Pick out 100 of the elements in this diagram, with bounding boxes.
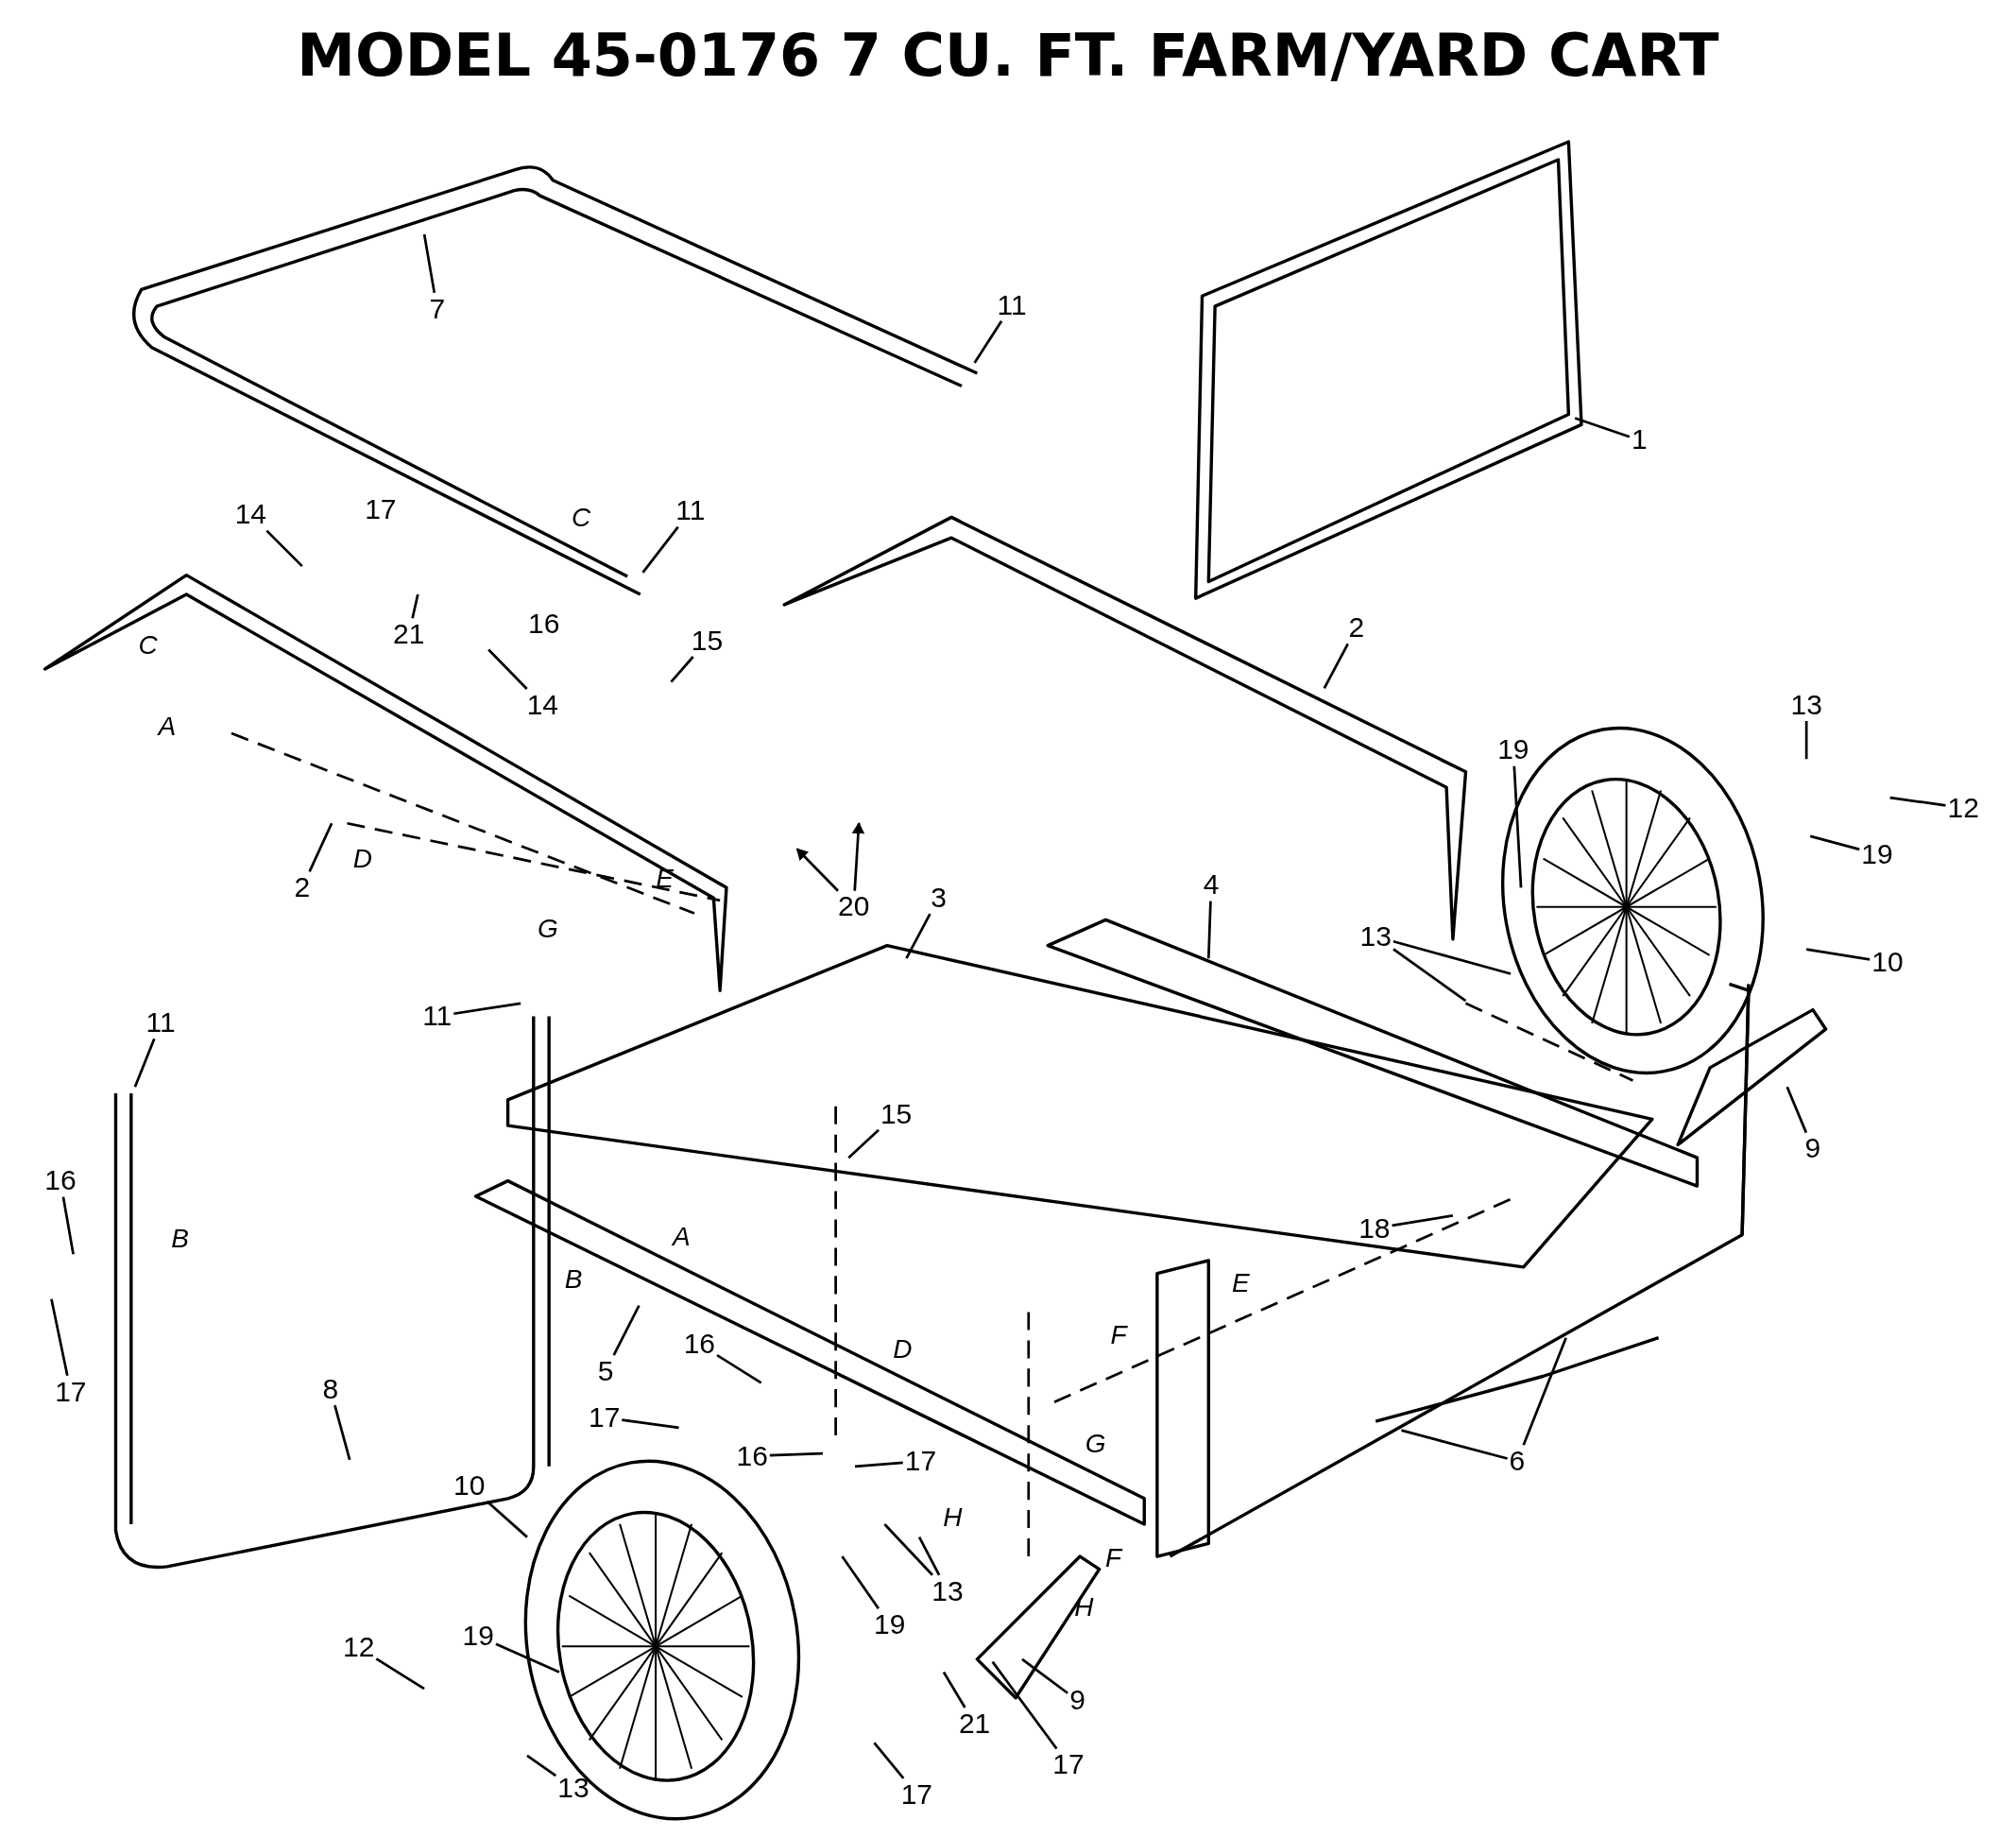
leader-line [495,1642,560,1674]
callout-number: 3 [929,881,948,914]
leader-line [847,1128,880,1159]
leader-line [1522,1337,1567,1446]
callout-number: 5 [595,1354,616,1387]
leader-line [333,1404,351,1461]
callout-number: 9 [1068,1684,1087,1717]
callout-number: 7 [427,292,448,325]
callout-number: 17 [1051,1748,1086,1781]
callout-number: 13 [930,1574,965,1607]
leader-line [973,320,1003,364]
leader-line [1512,765,1523,888]
leader-line [670,656,694,683]
callout-number: 17 [898,1777,935,1811]
leader-line [1804,721,1808,760]
leader-line [795,848,840,892]
leader-line [526,1754,557,1777]
callout-number: 15 [878,1097,914,1130]
reference-letter: A [158,712,177,740]
leader-line [1889,796,1946,807]
leader-line [422,233,436,294]
reference-letter: C [138,632,158,660]
leader-line [641,525,679,574]
callout-number: 19 [1859,837,1895,870]
leader-line [942,1671,966,1708]
reference-letter: B [171,1225,189,1252]
callout-number: 20 [836,890,872,923]
callout-number: 18 [1357,1211,1392,1245]
leader-line [1785,1086,1808,1134]
leader-line [851,821,865,891]
callout-number: 17 [902,1445,939,1478]
callout-number: 10 [452,1468,487,1502]
callout-number: 11 [420,1000,454,1033]
leader-line [883,1523,933,1576]
leader-line [991,1660,1058,1750]
leader-line [265,529,303,568]
leader-line [308,822,333,872]
callout-number: 10 [1870,946,1905,978]
callout-number: 11 [144,1005,178,1039]
leader-line [1392,1214,1454,1228]
reference-letter: B [564,1266,583,1294]
part-number: 16 [527,608,561,641]
reference-letter: D [352,846,372,873]
part-number: 17 [364,492,398,525]
callout-number: 2 [1346,611,1367,644]
callout-number: 19 [872,1607,908,1640]
leader-line [612,1305,641,1356]
reference-letter: F [1105,1545,1122,1572]
leader-line [487,648,528,690]
reference-letter: G [537,915,558,942]
callout-number: 4 [1201,868,1222,901]
leader-line [1392,939,1512,975]
leader-line [1392,948,1467,1003]
leader-line [1206,901,1212,959]
reference-letter: H [943,1503,963,1531]
leader-line [622,1418,679,1430]
callout-number: 15 [689,624,726,657]
callout-number: 21 [956,1707,993,1740]
callout-number: 14 [524,688,560,721]
leader-line [716,1354,762,1384]
reference-letter: A [672,1224,691,1251]
reference-letter: F [1110,1321,1127,1348]
callout-number: 2 [292,871,313,904]
callout-number: 13 [1358,919,1393,953]
callout-number: 16 [681,1328,718,1361]
reference-letter: C [572,505,591,532]
callout-number: 16 [43,1164,78,1197]
leader-line [486,1500,528,1538]
callout-number: 11 [674,494,708,527]
leader-line [1401,1429,1508,1460]
leader-line [375,1657,425,1691]
leader-line [411,593,419,619]
leader-line [1021,1657,1068,1694]
leader-line [769,1451,824,1457]
leader-line [905,913,931,959]
callout-number: 8 [320,1372,341,1405]
leader-line [1323,643,1349,690]
callout-number: 19 [460,1620,496,1653]
callout-number: 12 [1945,791,1981,824]
leader-line [50,1298,69,1377]
callout-number: 14 [232,498,269,531]
leader-line [917,1537,941,1576]
leader-line [1805,948,1871,961]
callout-number: 16 [734,1439,770,1472]
callout-number: 1 [1629,423,1649,456]
callout-number: 17 [586,1400,623,1434]
callout-number: 13 [555,1771,591,1804]
leader-line [841,1555,880,1609]
callout-number: 17 [53,1375,89,1408]
callout-number: 21 [391,617,427,650]
leader-line [61,1196,75,1255]
title: MODEL 45-0176 7 CU. FT. FARM/YARD CART [296,21,1720,90]
leader-line [854,1461,903,1468]
leader-line [1809,834,1860,851]
leader-line [1574,417,1631,438]
callout-number: 11 [995,288,1029,321]
callout-number: 19 [1495,733,1531,766]
callout-number: 6 [1507,1445,1528,1478]
reference-letter: G [1085,1431,1106,1458]
callout-number: 9 [1802,1132,1823,1165]
